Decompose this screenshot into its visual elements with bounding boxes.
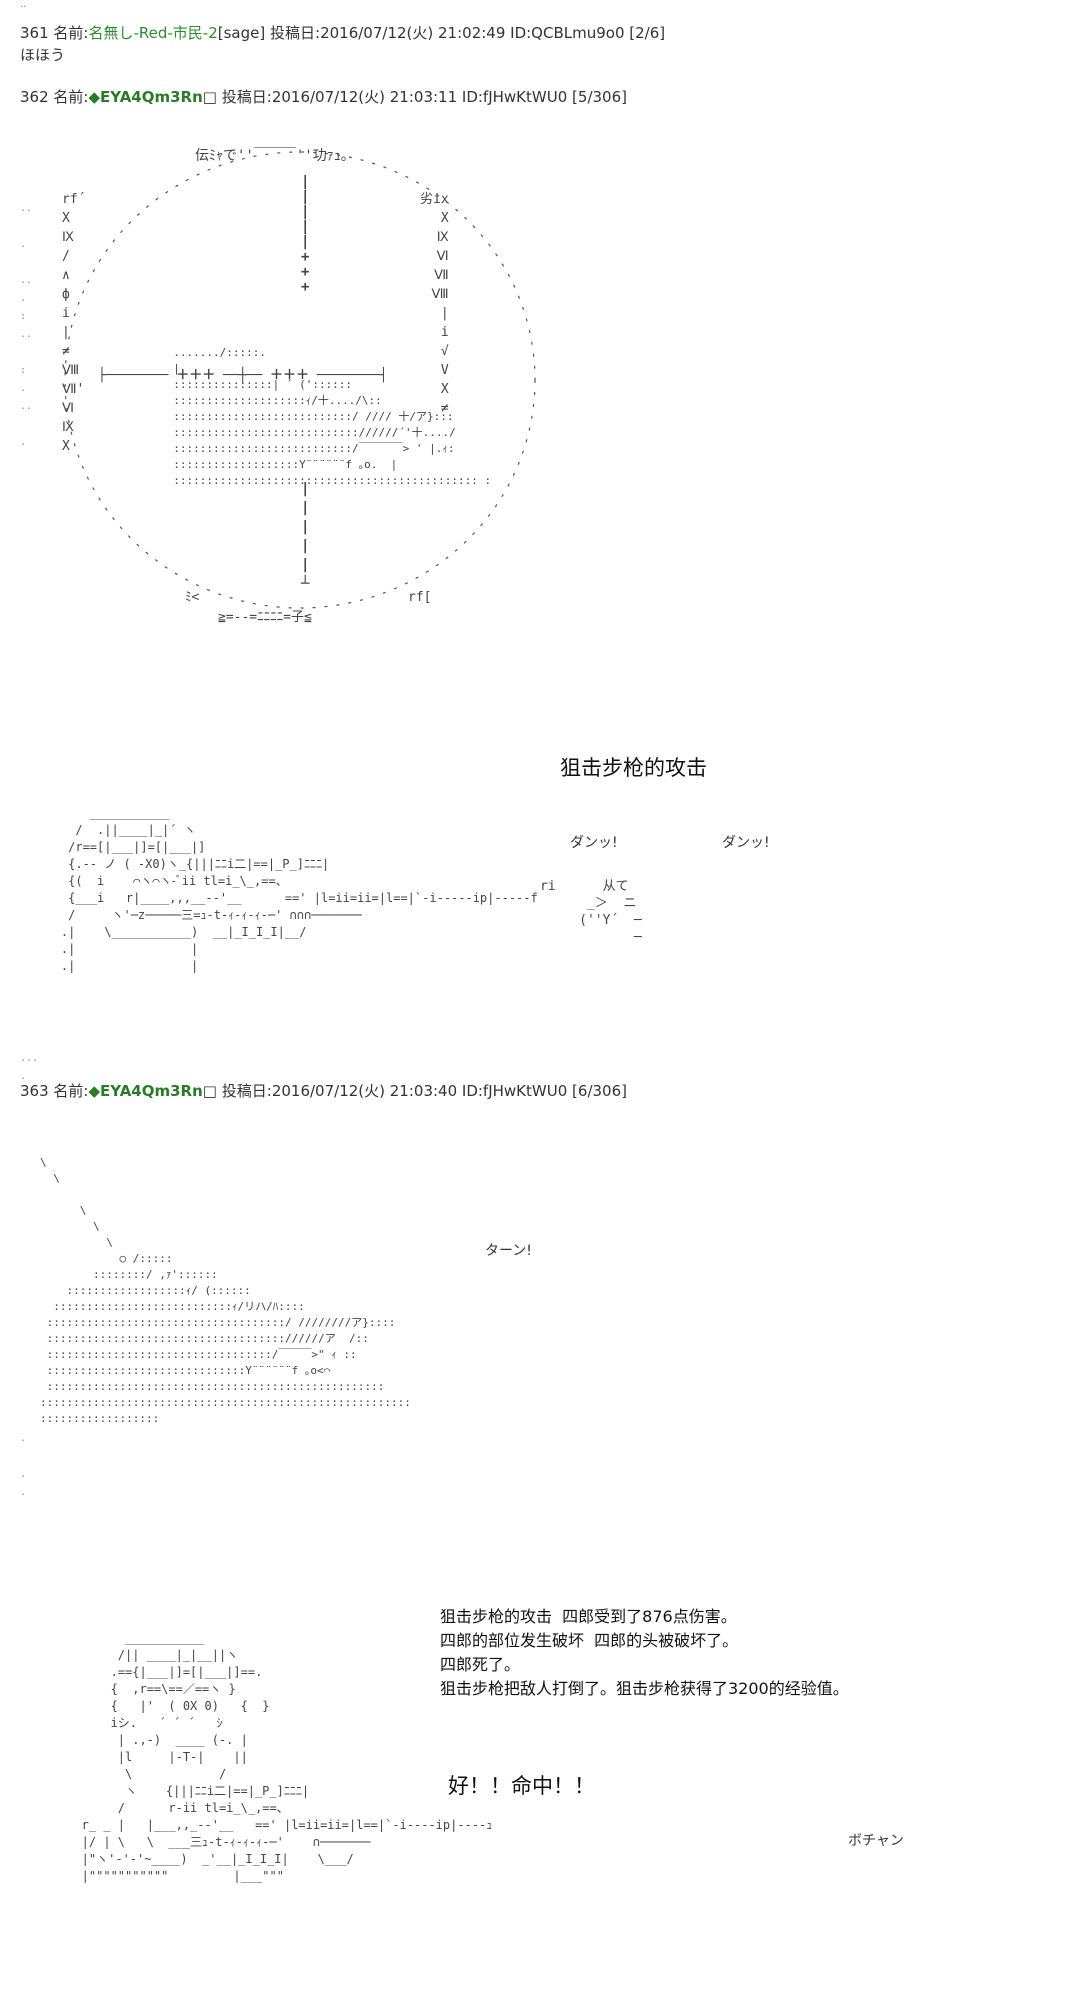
scope-bottom-text: ≧=--=ﾆﾆﾆﾆ=子≦ xyxy=(218,610,312,625)
name-label: 名前: xyxy=(53,1082,89,1100)
poster-id[interactable]: ID:QCBLmu9o0 xyxy=(510,24,625,42)
scope-top-text: 伝ﾐｬで''￣￣￣''功ｧｭ。 xyxy=(195,148,355,164)
sfx-taan: ターン! xyxy=(485,1243,532,1259)
scope-bottom-left: ﾐ< xyxy=(185,590,200,605)
post-count: [5/306] xyxy=(572,88,627,106)
box-icon: □ xyxy=(202,1082,217,1100)
poster-trip[interactable]: ◆EYA4Qm3Rn xyxy=(88,1082,203,1100)
scope-left-marks: rf´ X Ⅸ / ∧ ф i | ≠ Ⅷ Ⅶ' Ⅵ Ⅸ X xyxy=(62,192,86,454)
poster-id[interactable]: ID:fJHwKtWU0 xyxy=(461,88,568,106)
date-label: 投稿日: xyxy=(221,1082,272,1100)
sfx-dan-1: ダンッ! xyxy=(570,835,618,851)
post-text: ほほう xyxy=(20,46,66,64)
name-label: 名前: xyxy=(53,88,89,106)
scope-figure: ......./:::::. | :::::::::::::::| ´ ('::… xyxy=(173,346,492,487)
scope-bottom-right: rf[ xyxy=(408,590,432,605)
hit-art: \ \ \ \ \ ○ /::::: ::::::::/ ,ｧ':::::: :… xyxy=(40,1156,411,1425)
sfx-bochan: ボチャン xyxy=(848,1833,904,1849)
post-number: 362 xyxy=(20,88,49,106)
gunner-art: ___________ / .||____|_|´ ヽ /r==[|___|]=… xyxy=(60,806,538,973)
post-header: 363 名前:◆EYA4Qm3Rn□ 投稿日:2016/07/12(火) 21:… xyxy=(20,1082,627,1100)
margin-dots: . . . xyxy=(20,1433,27,1498)
target-art: ri 从て _＞ ニ (''Y´ ─ ─ xyxy=(540,879,642,945)
battle-narration: 狙击步枪的攻击 四郎受到了876点伤害。 四郎的部位发生破坏 四郎的头被破坏了。… xyxy=(440,1607,849,1698)
scope-circle xyxy=(64,151,536,609)
sfx-dan-2: ダンッ! xyxy=(722,835,770,851)
hit-shout: 好！！命中！！ xyxy=(448,1774,595,1798)
date-label: 投稿日: xyxy=(221,88,272,106)
post-count: [2/6] xyxy=(629,24,666,42)
margin-dots: .. . .. . : .. : . .. . xyxy=(20,203,33,448)
attack-title: 狙击步枪的攻击 xyxy=(560,756,707,780)
post-number: 361 xyxy=(20,24,49,42)
post-header: 361 名前:名無し-Red-市民-2[sage] 投稿日:2016/07/12… xyxy=(20,24,665,42)
post-header: 362 名前:◆EYA4Qm3Rn□ 投稿日:2016/07/12(火) 21:… xyxy=(20,88,627,106)
crosshair-vertical-bottom: | | | | | ┴ xyxy=(301,481,310,592)
post-date: 2016/07/12(火) 21:03:40 xyxy=(271,1082,458,1100)
result-gunner-art: ___________ /|| ____|_|__||ヽ .=={|___|]=… xyxy=(81,1631,493,1883)
post-count: [6/306] xyxy=(572,1082,627,1100)
margin-dots: .. xyxy=(20,0,27,10)
post-date: 2016/07/12(火) 21:03:11 xyxy=(271,88,458,106)
margin-dots: ... . xyxy=(20,1053,39,1082)
name-label: 名前: xyxy=(53,24,89,42)
crosshair-vertical-top: | | | | | + + + xyxy=(301,174,310,295)
date-label: 投稿日: xyxy=(270,24,321,42)
post-date: 2016/07/12(火) 21:02:49 xyxy=(320,24,506,42)
box-icon: □ xyxy=(202,88,217,106)
poster-name[interactable]: 名無し-Red-市民-2 xyxy=(88,24,218,42)
crosshair-horizontal: ├──────── ＋＋＋ ──┼── ＋＋＋ ────────┤ xyxy=(98,368,388,383)
poster-trip[interactable]: ◆EYA4Qm3Rn xyxy=(88,88,203,106)
poster-id[interactable]: ID:fJHwKtWU0 xyxy=(461,1082,568,1100)
post-number: 363 xyxy=(20,1082,49,1100)
mail-field[interactable]: [sage] xyxy=(217,24,266,42)
scope-right-marks: 劣ix X Ⅸ Ⅵ Ⅶ Ⅷ | i √ V X ≠ xyxy=(420,192,449,416)
